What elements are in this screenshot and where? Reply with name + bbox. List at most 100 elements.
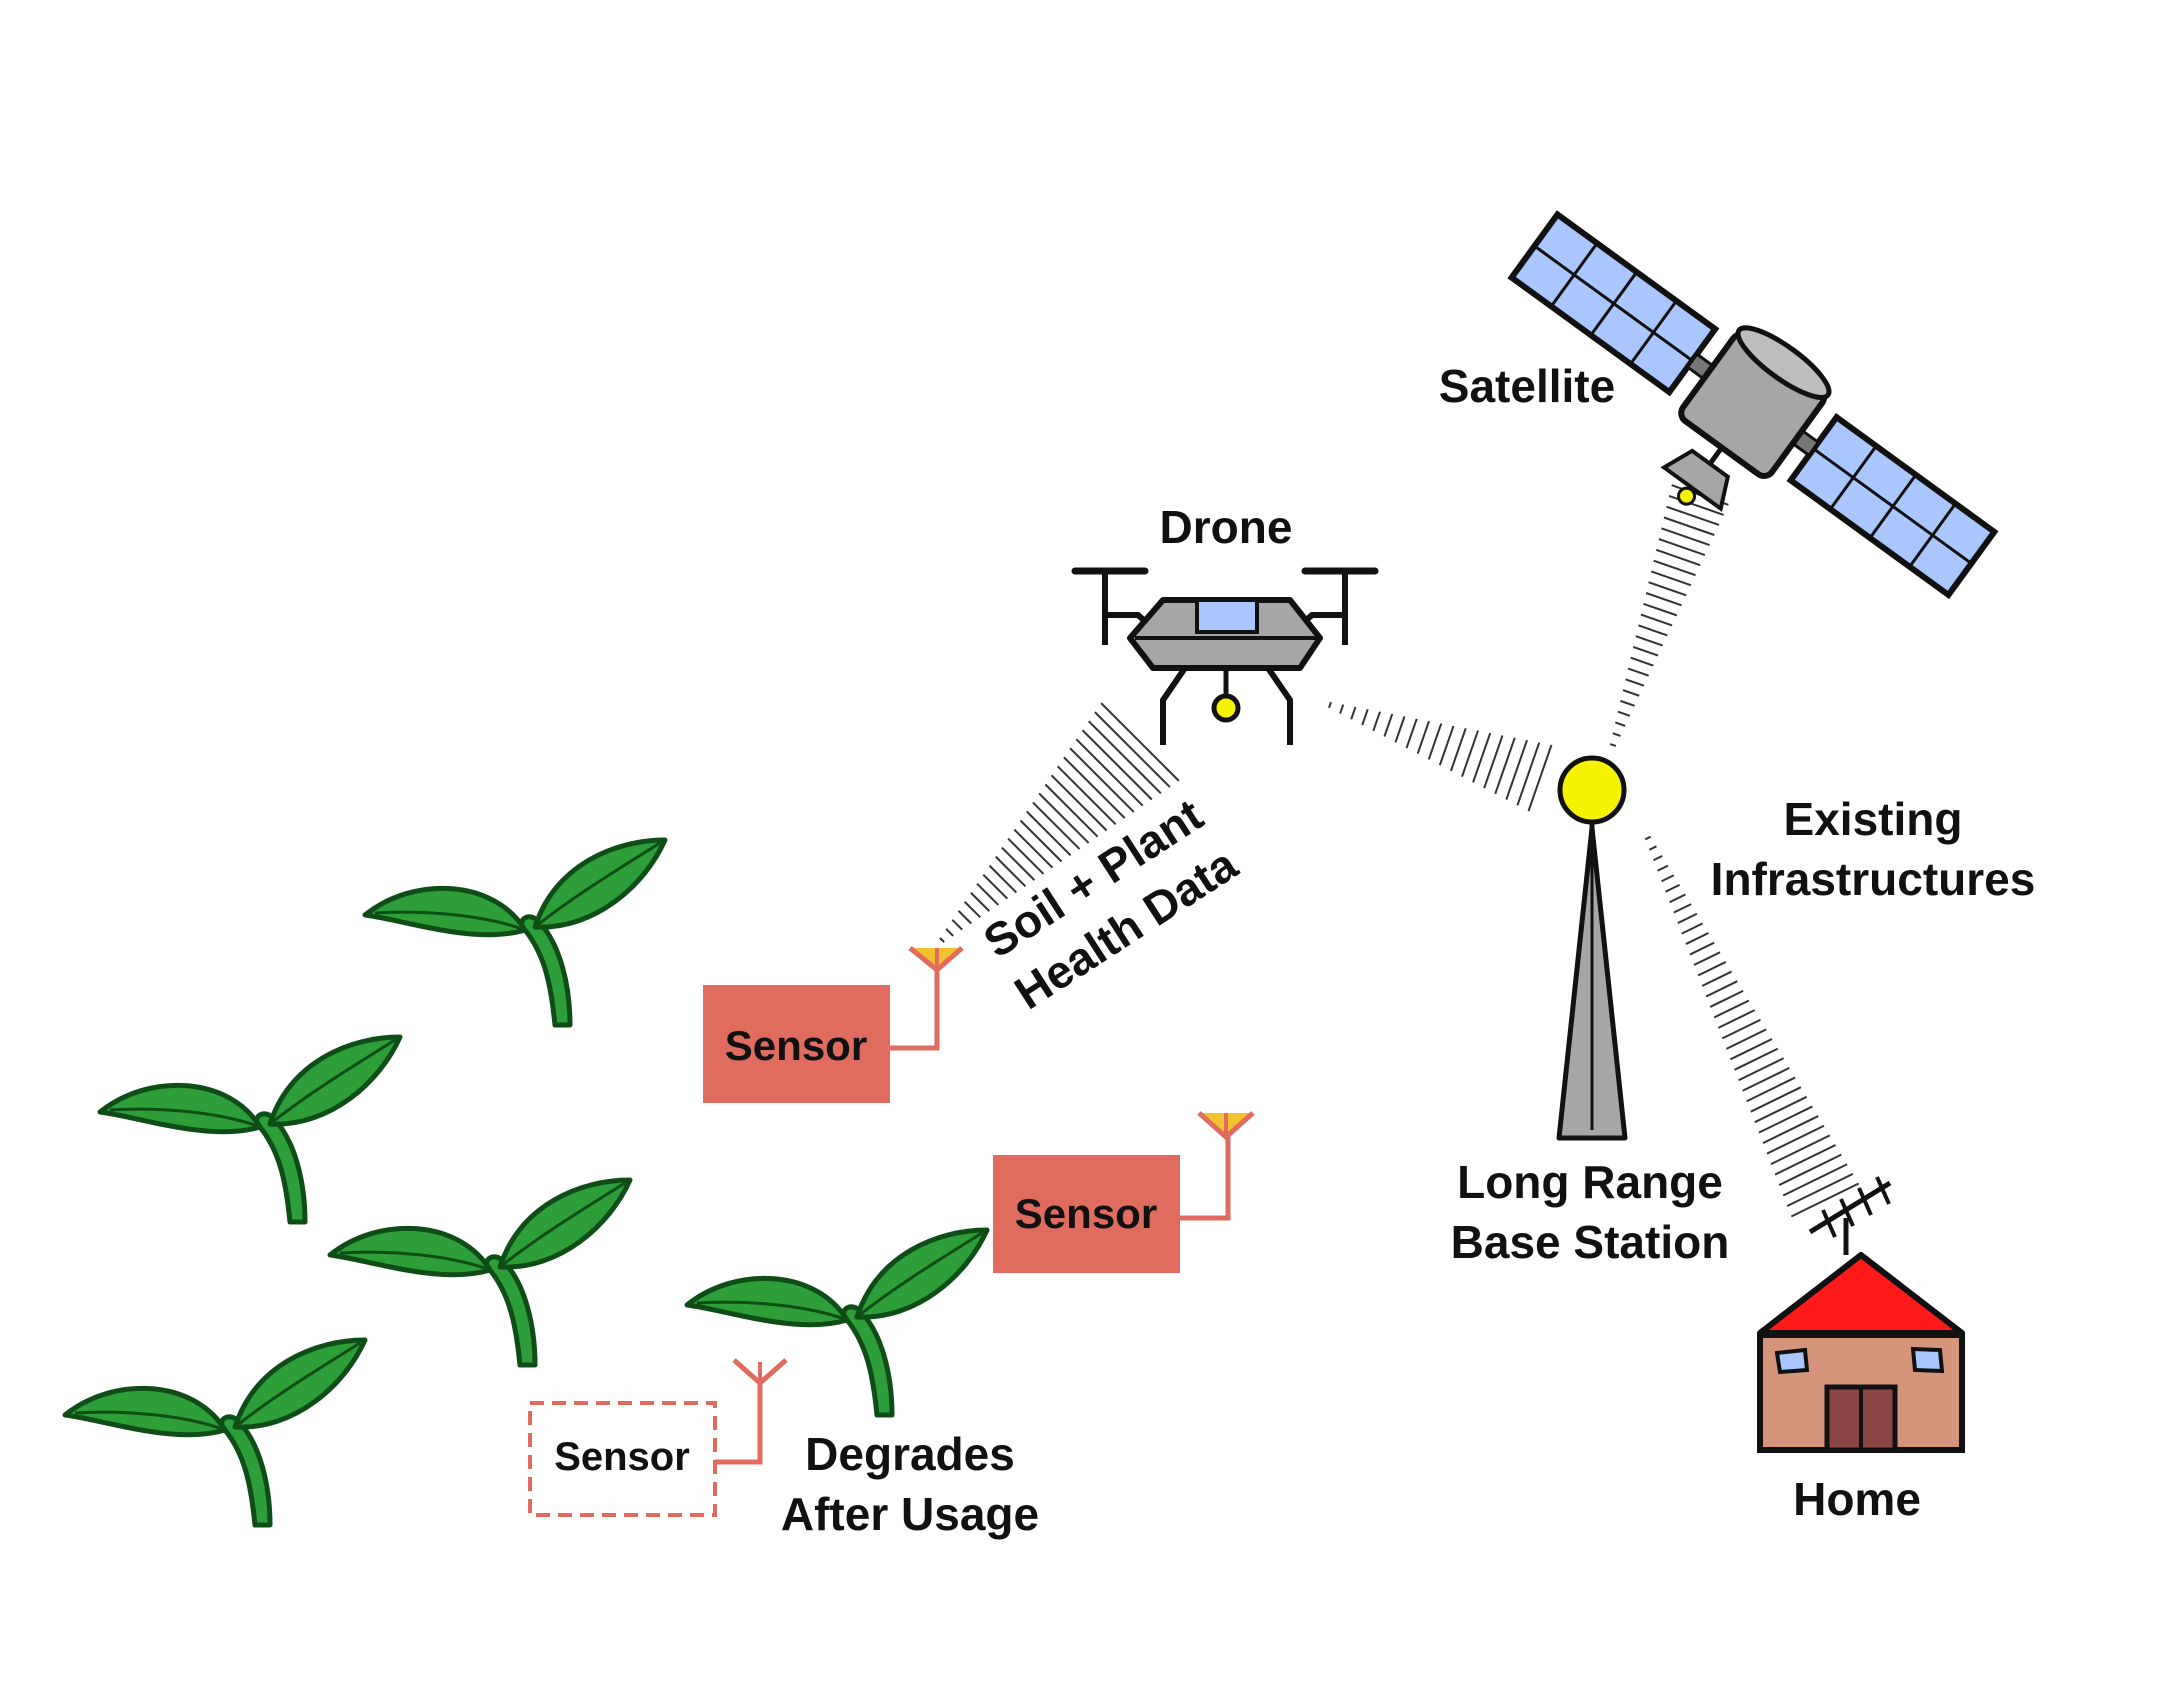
signal-hatch-stroke bbox=[1685, 932, 1709, 945]
signal-hatch-stroke bbox=[982, 873, 1009, 900]
plant-icon bbox=[687, 1230, 987, 1415]
signal-hatch-stroke bbox=[1730, 1038, 1773, 1061]
signal-hatch-stroke bbox=[1786, 1172, 1854, 1207]
signal-hatch-stroke bbox=[1427, 723, 1443, 760]
signal-hatch-stroke bbox=[1665, 883, 1681, 893]
signal-hatch-stroke bbox=[1081, 729, 1153, 801]
signal-hatch-stroke bbox=[1762, 1115, 1819, 1145]
signal-hatch-stroke bbox=[1483, 735, 1504, 789]
signal-link-satellite-base bbox=[1609, 484, 1729, 747]
signal-hatch-stroke bbox=[1025, 810, 1072, 857]
signal-hatch-stroke bbox=[1013, 828, 1054, 869]
home-icon bbox=[1757, 1176, 1965, 1453]
sensor-box bbox=[993, 1155, 1180, 1273]
signal-hatch-stroke bbox=[1778, 1153, 1842, 1186]
signal-hatch-stroke bbox=[1630, 656, 1654, 667]
signal-hatch-stroke bbox=[1663, 516, 1715, 536]
signal-hatch-stroke bbox=[1648, 845, 1657, 851]
signal-hatch-stroke bbox=[1770, 1134, 1831, 1165]
signal-hatch-stroke bbox=[1697, 961, 1727, 977]
roof-antenna-icon bbox=[1808, 1176, 1892, 1255]
signal-hatch-stroke bbox=[1754, 1095, 1808, 1124]
signal-hatch-stroke bbox=[1614, 721, 1626, 727]
sensor-box-degraded bbox=[528, 1401, 717, 1517]
signal-hatch-stroke bbox=[1661, 874, 1675, 883]
plants-group bbox=[65, 840, 987, 1525]
signal-hatch-stroke bbox=[1653, 559, 1696, 577]
signal-hatch-stroke bbox=[1394, 716, 1406, 743]
signal-hatch-stroke bbox=[1620, 699, 1635, 707]
antenna-wire bbox=[1180, 1133, 1231, 1221]
sensor-label: Sensor bbox=[725, 1022, 867, 1069]
existing-infrastructures-label-line1: Existing bbox=[1784, 793, 1963, 845]
signal-hatch-stroke bbox=[1019, 819, 1063, 863]
base-station-label-line1: Long Range bbox=[1457, 1156, 1723, 1208]
signal-hatch-stroke bbox=[970, 892, 990, 912]
signal-hatch-stroke bbox=[1717, 1009, 1756, 1029]
signal-hatch-stroke bbox=[1774, 1144, 1837, 1176]
signal-hatch-stroke bbox=[1527, 744, 1553, 812]
antenna-wire bbox=[715, 1380, 763, 1465]
signal-hatch-stroke bbox=[1438, 725, 1455, 766]
signal-hatch-stroke bbox=[1449, 727, 1467, 772]
signal-hatch-stroke bbox=[1638, 624, 1668, 637]
signal-hatch-stroke bbox=[1050, 774, 1108, 832]
signal-hatch-stroke bbox=[1617, 710, 1631, 717]
sensor-box bbox=[703, 985, 890, 1103]
sensor-label: Sensor bbox=[554, 1435, 690, 1479]
degrades-label-line1: Degrades bbox=[805, 1428, 1015, 1480]
signal-hatch-stroke bbox=[1056, 765, 1117, 826]
signal-hatch-stroke bbox=[1681, 922, 1704, 935]
signal-hatch-stroke bbox=[1001, 846, 1036, 881]
signal-hatch-stroke bbox=[1383, 713, 1394, 737]
signal-hatch-stroke bbox=[1007, 837, 1045, 875]
signal-hatch-stroke bbox=[1640, 613, 1673, 627]
signal-hatch-stroke bbox=[1738, 1057, 1785, 1082]
signal-hatch-stroke bbox=[939, 937, 945, 943]
signal-hatch-stroke bbox=[957, 910, 972, 925]
sensor-unit-2: Sensor bbox=[993, 1111, 1255, 1273]
signal-hatch-stroke bbox=[1746, 1076, 1796, 1103]
signal-hatch-stroke bbox=[1713, 999, 1750, 1019]
signal-hatch-stroke bbox=[1790, 1182, 1860, 1218]
signal-hatch-stroke bbox=[1087, 720, 1162, 795]
sensor-unit-degraded: Sensor bbox=[528, 1358, 788, 1517]
signal-link-sensor-drone bbox=[939, 702, 1180, 943]
signal-hatch-stroke bbox=[1725, 1028, 1767, 1050]
signal-hatch-stroke bbox=[951, 919, 963, 931]
signal-hatch-stroke bbox=[988, 864, 1018, 894]
signal-hatch-stroke bbox=[1677, 912, 1698, 925]
signal-link-base-home bbox=[1644, 835, 1860, 1218]
signal-hatch-stroke bbox=[1361, 708, 1369, 726]
antenna-icon bbox=[1197, 1111, 1255, 1141]
antenna-icon bbox=[908, 946, 964, 974]
signal-hatch-stroke bbox=[1673, 903, 1692, 914]
signal-hatch-stroke bbox=[1461, 730, 1479, 777]
plant-icon bbox=[330, 1180, 630, 1365]
signal-hatch-stroke bbox=[1658, 538, 1706, 557]
signal-hatch-stroke bbox=[976, 882, 1000, 906]
signal-hatch-stroke bbox=[1643, 602, 1678, 617]
signal-link-drone-base bbox=[1328, 701, 1553, 812]
signal-hatch-stroke bbox=[1416, 720, 1430, 755]
signal-hatch-stroke bbox=[1622, 689, 1640, 697]
signal-hatch-stroke bbox=[1666, 505, 1720, 526]
signal-hatch-stroke bbox=[1758, 1105, 1813, 1134]
signal-hatch-stroke bbox=[1766, 1124, 1825, 1155]
sensor-unit-1: Sensor bbox=[703, 946, 964, 1103]
signal-hatch-stroke bbox=[1032, 801, 1081, 850]
signal-hatch-stroke bbox=[1661, 527, 1710, 546]
antenna-icon bbox=[732, 1358, 788, 1387]
plant-icon bbox=[365, 840, 665, 1025]
signal-hatch-stroke bbox=[1721, 1018, 1761, 1040]
soil-plant-health-label: Soil + Plant Health Data bbox=[974, 788, 1246, 1019]
signal-hatch-stroke bbox=[1657, 864, 1669, 872]
base-station-label-line2: Base Station bbox=[1451, 1216, 1730, 1268]
signal-hatch-stroke bbox=[1648, 581, 1687, 597]
drone-label: Drone bbox=[1160, 501, 1293, 553]
signal-hatch-stroke bbox=[963, 901, 981, 919]
signal-hatch-stroke bbox=[1612, 732, 1621, 737]
signal-hatch-stroke bbox=[1038, 792, 1090, 844]
signal-hatch-stroke bbox=[1372, 711, 1381, 732]
